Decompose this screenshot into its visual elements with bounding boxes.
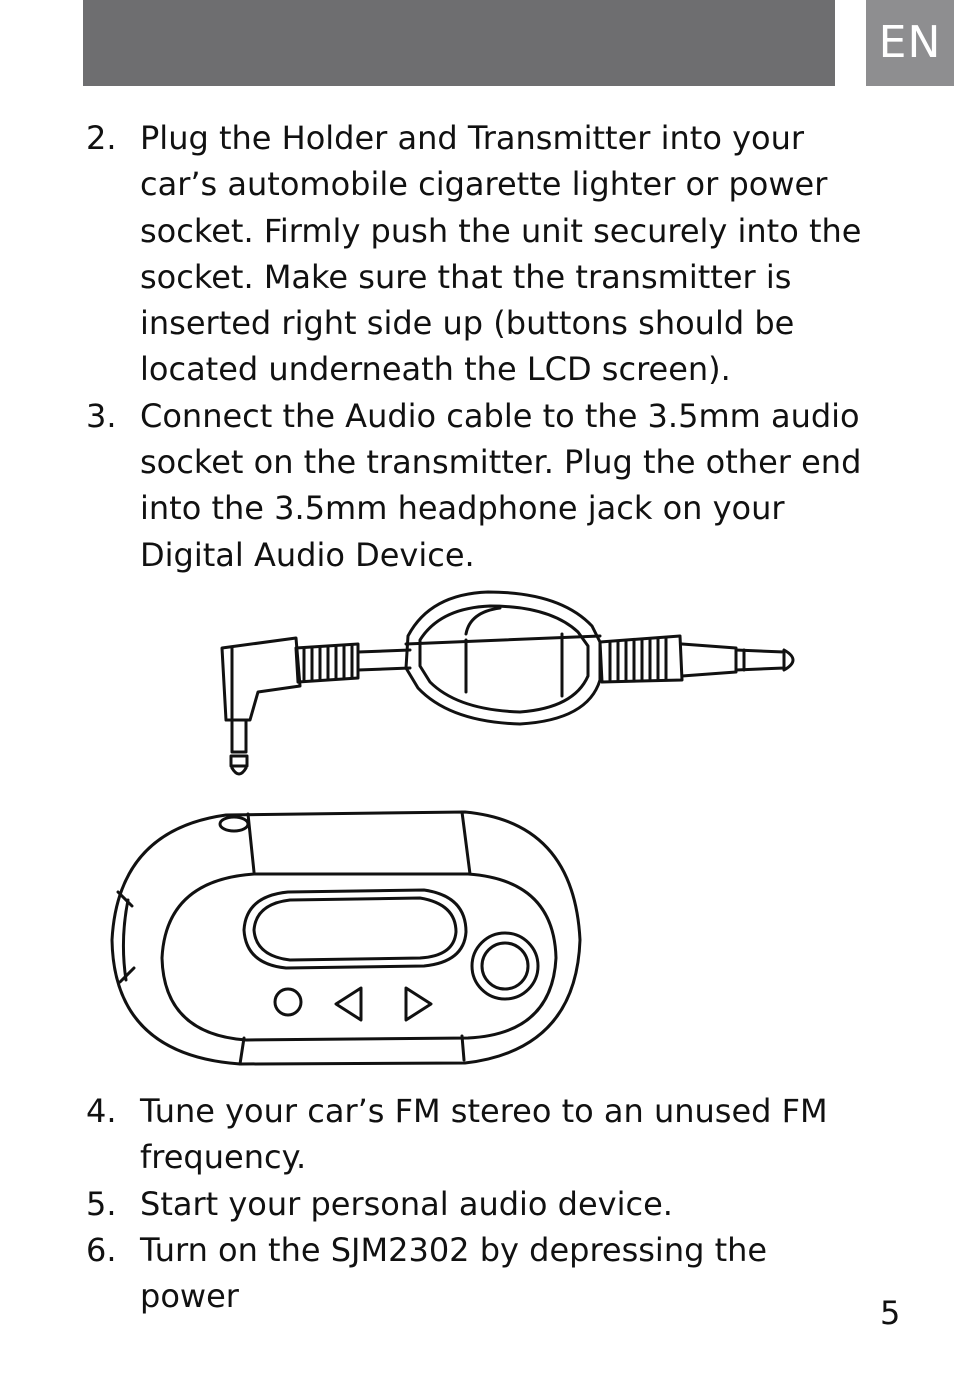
step-number: 5. bbox=[86, 1184, 117, 1223]
list-item: 2. Plug the Holder and Transmitter into … bbox=[86, 115, 876, 393]
page-number: 5 bbox=[880, 1294, 901, 1332]
step-text: Plug the Holder and Transmitter into you… bbox=[140, 119, 862, 389]
list-item: 6. Turn on the SJM2302 by depressing the… bbox=[86, 1227, 876, 1320]
left-arrow-button-icon bbox=[334, 986, 363, 1022]
header-bar bbox=[83, 0, 835, 86]
right-plug-illustration bbox=[598, 634, 795, 684]
step-text: Start your personal audio device. bbox=[140, 1184, 673, 1223]
step-number: 2. bbox=[86, 119, 117, 157]
step-text: Connect the Audio cable to the 3.5mm aud… bbox=[140, 396, 862, 574]
list-item: 3. Connect the Audio cable to the 3.5mm … bbox=[86, 393, 876, 578]
front-panel bbox=[160, 872, 558, 1042]
right-arrow-button-icon bbox=[404, 986, 433, 1022]
step-number: 6. bbox=[86, 1230, 117, 1269]
instruction-list-bottom: 4. Tune your car’s FM stereo to an unuse… bbox=[86, 1088, 876, 1319]
list-item: 5. Start your personal audio device. bbox=[86, 1181, 876, 1227]
left-plug-illustration bbox=[220, 636, 412, 776]
step-number: 3. bbox=[86, 396, 117, 435]
power-button bbox=[470, 931, 540, 1001]
transmitter-illustration bbox=[110, 810, 582, 1066]
audio-cable-illustration bbox=[220, 590, 795, 776]
transmitter-body bbox=[110, 810, 582, 1066]
lcd-screen bbox=[242, 888, 468, 970]
list-item: 4. Tune your car’s FM stereo to an unuse… bbox=[86, 1088, 876, 1181]
step-number: 4. bbox=[86, 1092, 117, 1130]
cable-reel-illustration bbox=[404, 590, 602, 726]
step-text: Tune your car’s FM stereo to an unused F… bbox=[140, 1092, 828, 1177]
instruction-list-top: 2. Plug the Holder and Transmitter into … bbox=[86, 115, 876, 578]
circle-button-icon bbox=[273, 987, 303, 1017]
step-text: Turn on the SJM2302 by depressing the po… bbox=[140, 1230, 768, 1316]
language-tab: EN bbox=[866, 0, 954, 86]
